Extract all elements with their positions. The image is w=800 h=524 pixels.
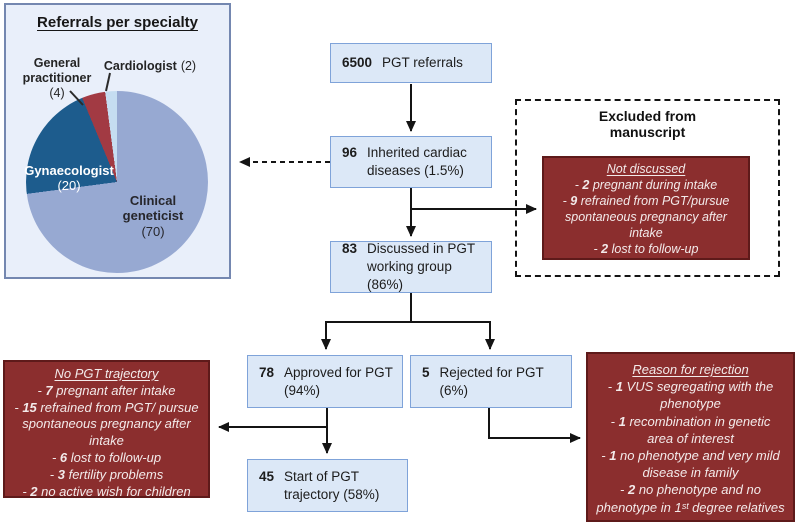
box-count: 96 — [342, 145, 358, 161]
bullet-item: - 2 pregnant during intake — [574, 178, 718, 192]
box-label: Discussed in PGT working group (86%) — [367, 241, 475, 292]
flow-box-discussed-working-group: 83 Discussed in PGT working group (86%) — [330, 241, 492, 293]
pie-label-gynaecologist: Gynaecologist (20) — [24, 163, 114, 194]
bullet-item: - 7 pregnant after intake — [37, 382, 176, 398]
not-discussed-items: - 2 pregnant during intake - 9 refrained … — [550, 177, 742, 257]
box-label: PGT referrals — [382, 55, 463, 71]
box-count: 78 — [259, 364, 275, 380]
flow-box-pgt-referrals: 6500 PGT referrals — [330, 43, 492, 83]
box-count: 5 — [422, 364, 430, 380]
box-count: 83 — [342, 241, 358, 257]
pie-label-general-practitioner: General practitioner (4) — [22, 56, 92, 100]
bullet-item: - 1 VUS segregating with the phenotype — [607, 379, 774, 412]
bullet-item: - 9 refrained from PGT/pursue spontaneou… — [562, 194, 730, 240]
box-label: Rejected for PGT (6%) — [439, 364, 544, 398]
box-label: Approved for PGT (94%) — [284, 364, 393, 398]
flow-box-inherited-cardiac: 96 Inherited cardiac diseases (1.5%) — [330, 136, 492, 188]
box-count: 45 — [259, 468, 275, 484]
referrals-pie-panel: Referrals per specialty General practiti… — [4, 3, 231, 279]
flow-box-approved: 78 Approved for PGT (94%) — [247, 355, 403, 408]
excluded-panel-title: Excluded from manuscript — [598, 108, 697, 141]
reason-for-rejection-box: Reason for rejection - 1 VUS segregating… — [586, 352, 795, 522]
pie-chart — [26, 91, 208, 273]
no-pgt-trajectory-heading: No PGT trajectory — [54, 366, 159, 381]
bullet-item: - 2 lost to follow-up — [593, 242, 699, 256]
no-pgt-trajectory-items: - 7 pregnant after intake- 15 refrained … — [13, 383, 200, 501]
bullet-item: - 2 no phenotype and no phenotype in 1ˢᵗ… — [596, 482, 785, 515]
box-label: Start of PGT trajectory (58%) — [284, 468, 380, 502]
pie-title: Referrals per specialty — [37, 14, 198, 31]
bullet-item: - 1 recombination in genetic area of int… — [610, 413, 771, 446]
bullet-item: - 2 no active wish for children — [22, 483, 191, 499]
bullet-item: - 6 lost to follow-up — [51, 449, 162, 465]
bullet-item: - 3 fertility problems — [49, 466, 164, 482]
not-discussed-heading: Not discussed — [606, 162, 686, 176]
bullet-item: - 1 no phenotype and very mild disease i… — [601, 448, 780, 481]
flow-box-rejected: 5 Rejected for PGT (6%) — [410, 355, 572, 408]
bullet-item: - 15 refrained from PGT/ pursue spontane… — [14, 399, 199, 449]
pie-label-cardiologist: Cardiologist (2) — [103, 59, 197, 73]
box-label: Inherited cardiac diseases (1.5%) — [367, 145, 467, 178]
arrow-rejected-to-reason — [488, 408, 581, 443]
excluded-panel: Excluded from manuscript — [515, 99, 780, 277]
pie-label-clinical-geneticist: Clinical geneticist (70) — [122, 193, 184, 239]
reason-for-rejection-heading: Reason for rejection — [632, 362, 749, 377]
reason-for-rejection-items: - 1 VUS segregating with the phenotype- … — [596, 378, 785, 516]
box-count: 6500 — [342, 55, 373, 71]
no-pgt-trajectory-box: No PGT trajectory - 7 pregnant after int… — [3, 360, 210, 501]
callout-line-cardiologist — [105, 72, 111, 92]
not-discussed-box: Not discussed - 2 pregnant during intake… — [542, 156, 750, 260]
flow-box-start-trajectory: 45 Start of PGT trajectory (58%) — [247, 459, 408, 512]
